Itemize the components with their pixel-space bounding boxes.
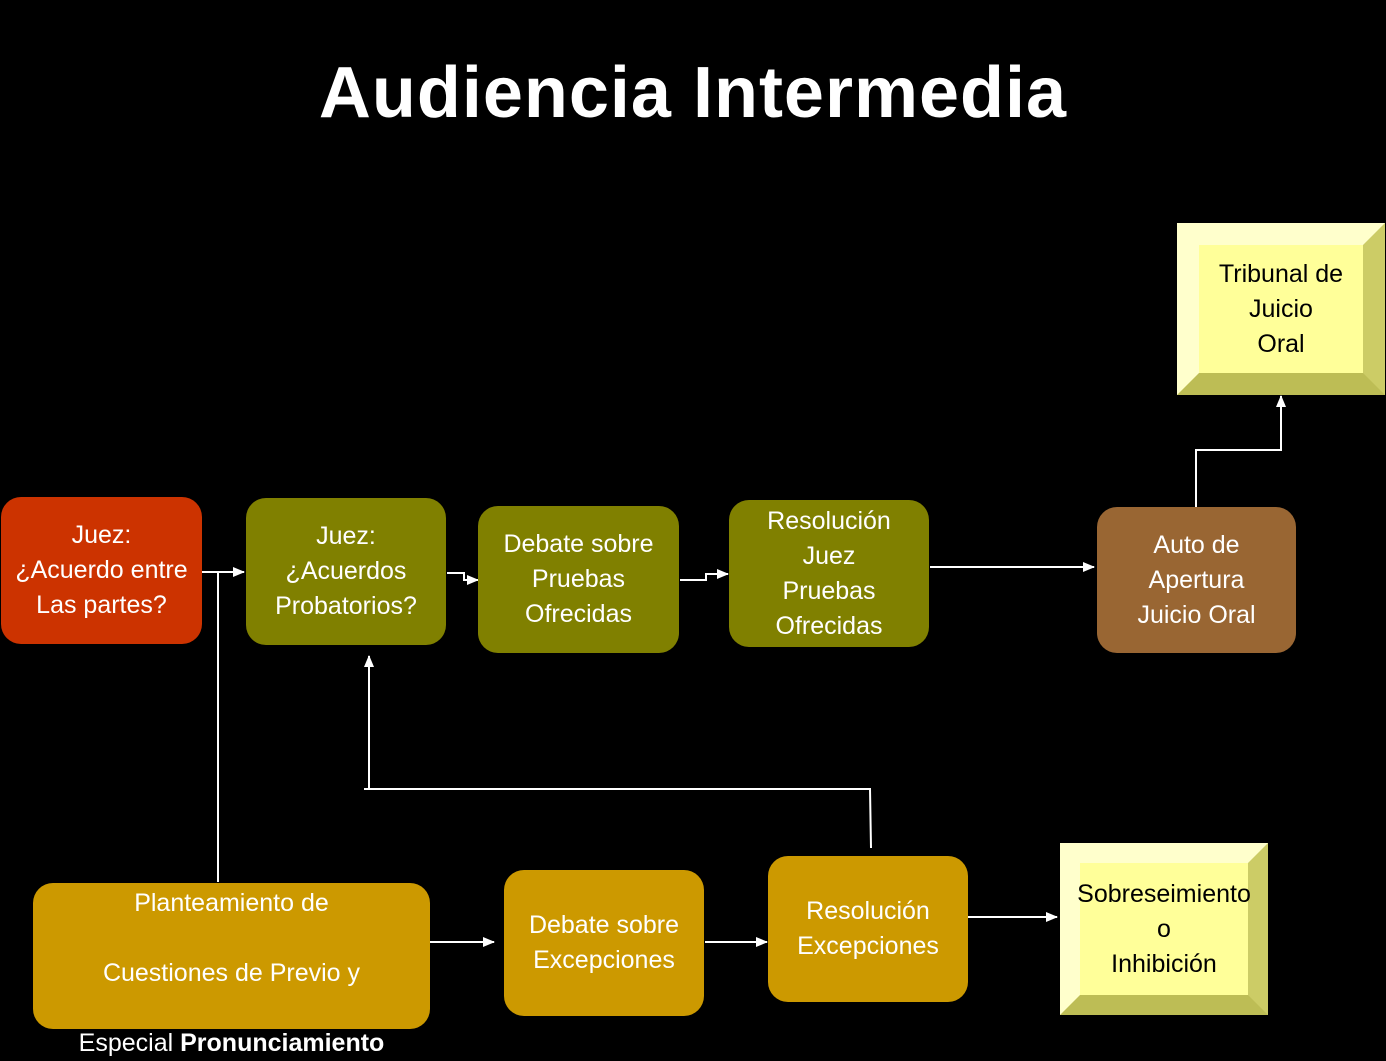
tribunal-juicio-oral-label: Tribunal de Juicio Oral bbox=[1218, 259, 1344, 358]
resolucion-excepciones-label: Resolución Excepciones bbox=[797, 897, 939, 960]
planteamiento-box: Planteamiento de Cuestiones de Previo y … bbox=[33, 883, 430, 1057]
arrow-debate-to-resolucion bbox=[680, 569, 729, 581]
auto-apertura-label: Auto de Apertura Juicio Oral bbox=[1137, 530, 1256, 629]
planteamiento-line-3-prefix: Especial bbox=[78, 1029, 181, 1057]
resolucion-excepciones-box: Resolución Excepciones bbox=[768, 856, 968, 1002]
debate-excepciones-box: Debate sobre Excepciones bbox=[504, 870, 704, 1016]
arrow-auto-to-tribunal bbox=[1195, 395, 1286, 507]
sobreseimiento-label: Sobreseimiento o Inhibición bbox=[1077, 879, 1251, 978]
resolucion-pruebas-box: Resolución Juez Pruebas Ofrecidas bbox=[729, 500, 929, 647]
tribunal-juicio-oral-box: Tribunal de Juicio Oral bbox=[1177, 223, 1385, 395]
page-title: Audiencia Intermedia bbox=[318, 53, 1068, 133]
juez-acuerdos-probatorios-box: Juez: ¿Acuerdos Probatorios? bbox=[246, 498, 446, 645]
connector-arrows bbox=[202, 395, 1286, 947]
juez-acuerdo-box: Juez: ¿Acuerdo entre Las partes? bbox=[1, 497, 202, 644]
resolucion-pruebas-label: Resolución Juez Pruebas Ofrecidas bbox=[767, 506, 891, 640]
juez-acuerdos-probatorios-label: Juez: ¿Acuerdos Probatorios? bbox=[275, 522, 417, 620]
planteamiento-line-1: Planteamiento de bbox=[134, 889, 329, 917]
auto-apertura-box: Auto de Apertura Juicio Oral bbox=[1097, 507, 1296, 653]
arrow-probatorios-to-debate bbox=[447, 572, 479, 585]
arrow-resolucion-excepciones-to-probatorios bbox=[364, 655, 872, 849]
planteamiento-line-3-bold: Pronunciamiento bbox=[180, 1029, 385, 1057]
debate-pruebas-label: Debate sobre Pruebas Ofrecidas bbox=[503, 530, 654, 628]
juez-acuerdo-label: Juez: ¿Acuerdo entre Las partes? bbox=[15, 521, 188, 619]
debate-excepciones-label: Debate sobre Excepciones bbox=[528, 911, 680, 974]
debate-pruebas-box: Debate sobre Pruebas Ofrecidas bbox=[478, 506, 679, 653]
planteamiento-label: Planteamiento de Cuestiones de Previo y … bbox=[79, 851, 385, 1061]
planteamiento-line-2: Cuestiones de Previo y bbox=[102, 959, 361, 987]
sobreseimiento-box: Sobreseimiento o Inhibición bbox=[1060, 843, 1268, 1015]
